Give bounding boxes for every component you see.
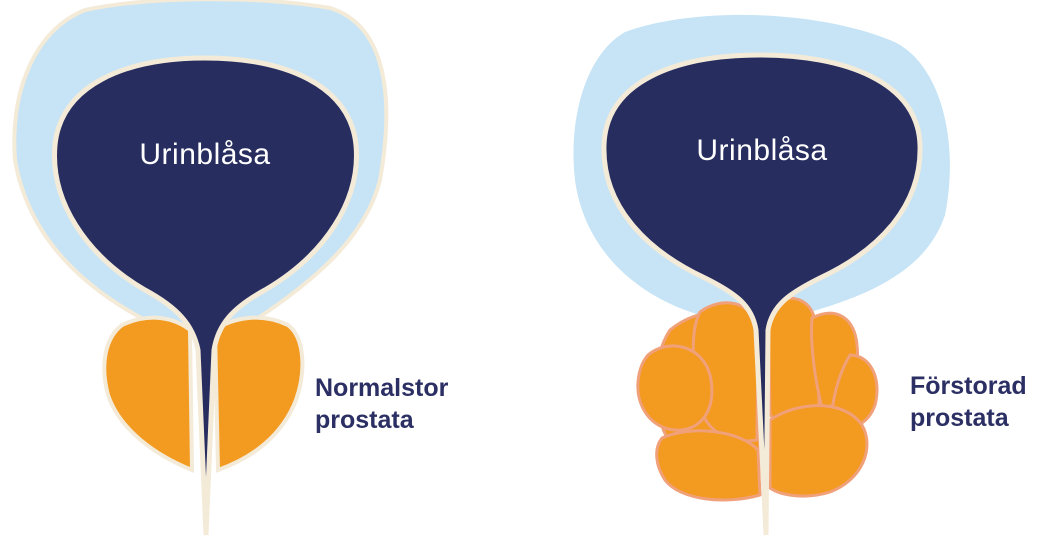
normal-prostate-left-lobe bbox=[104, 318, 192, 470]
normal-prostate-label-line2: prostata bbox=[315, 404, 448, 436]
normal-prostate-label: Normalstor prostata bbox=[315, 372, 448, 436]
enlarged-prostate-illustration bbox=[573, 15, 949, 535]
normal-prostate-illustration bbox=[14, 0, 386, 535]
enlarged-prostate-right-lobes bbox=[768, 298, 877, 496]
normal-prostate-right-lobe bbox=[215, 318, 302, 470]
enlarged-bladder-label: Urinblåsa bbox=[652, 134, 872, 168]
enlarged-bladder bbox=[604, 55, 920, 535]
enlarged-prostate-label-line2: prostata bbox=[910, 402, 1027, 434]
enlarged-prostate-label-line1: Förstorad bbox=[910, 370, 1027, 402]
enlarged-prostate-left-lobes bbox=[638, 303, 760, 500]
normal-prostate-label-line1: Normalstor bbox=[315, 372, 448, 404]
enlarged-prostate-label: Förstorad prostata bbox=[910, 370, 1027, 434]
normal-bladder bbox=[55, 58, 357, 535]
normal-bladder-label: Urinblåsa bbox=[95, 138, 315, 172]
